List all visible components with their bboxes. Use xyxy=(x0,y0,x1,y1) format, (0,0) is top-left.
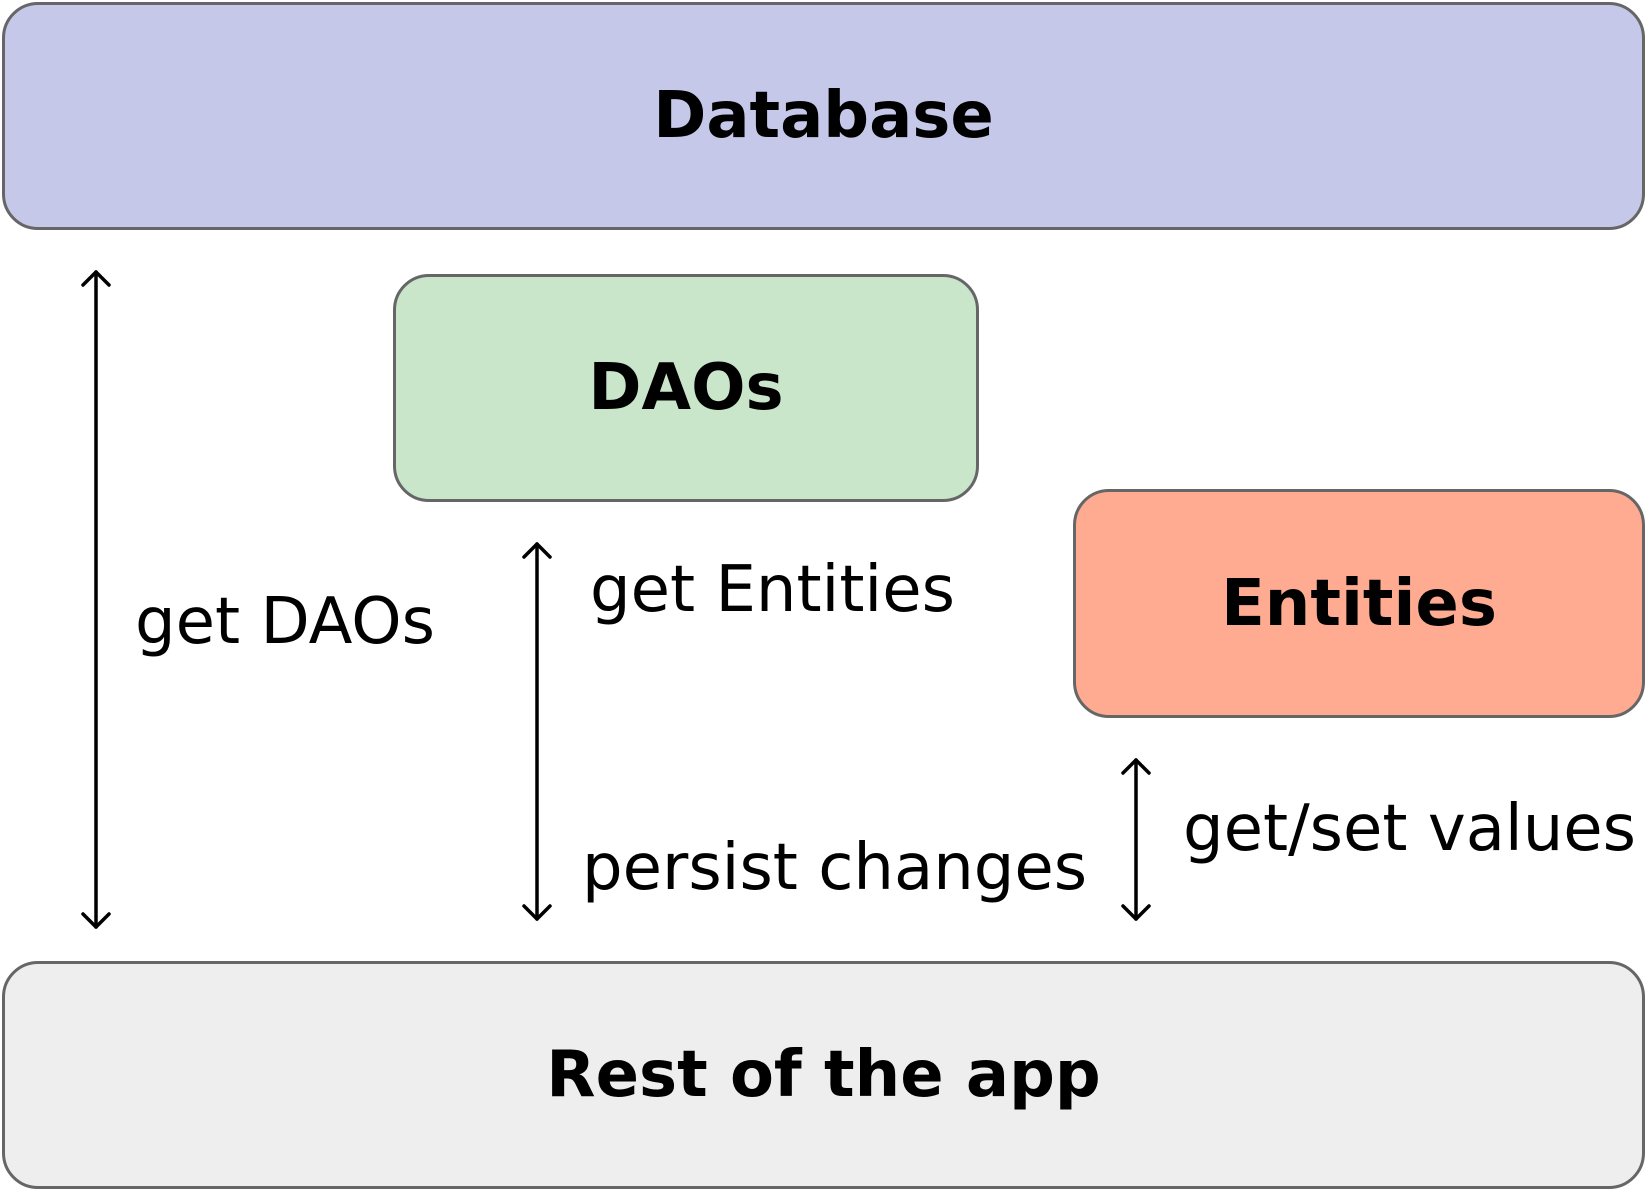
daos-label: DAOs xyxy=(588,351,784,425)
entities-label: Entities xyxy=(1221,566,1497,641)
persist-changes-label: persist changes xyxy=(582,831,1088,905)
get-daos-label: get DAOs xyxy=(135,585,435,659)
entities-box: Entities xyxy=(1073,489,1645,718)
daos-box: DAOs xyxy=(393,274,979,502)
rest-of-app-box: Rest of the app xyxy=(2,961,1645,1189)
database-box: Database xyxy=(2,2,1645,230)
database-label: Database xyxy=(653,79,994,153)
entities-rest-arrow xyxy=(1121,758,1151,921)
daos-rest-arrow xyxy=(522,542,552,921)
rest-of-app-label: Rest of the app xyxy=(546,1038,1101,1112)
get-set-values-label: get/set values xyxy=(1183,792,1636,866)
get-daos-arrow xyxy=(81,270,111,929)
get-entities-label: get Entities xyxy=(590,553,955,627)
